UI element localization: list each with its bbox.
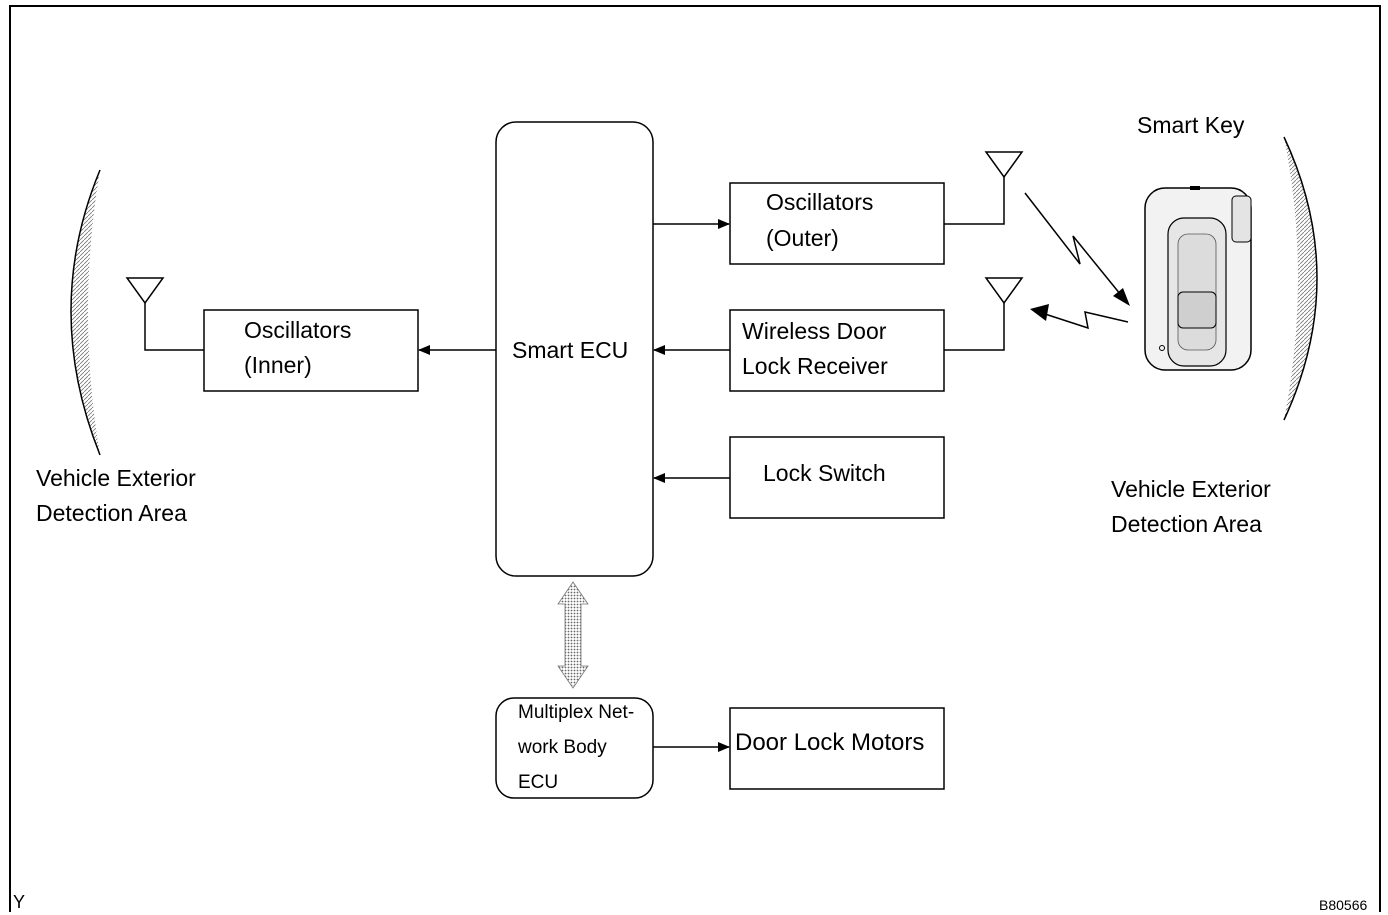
antenna-inner-icon <box>125 277 204 351</box>
network-double-arrow <box>557 581 589 689</box>
smart-key-icon <box>1144 186 1252 371</box>
figure-code: B80566 <box>1319 897 1368 913</box>
wireless-receiver-label-line2: Lock Receiver <box>742 353 888 379</box>
antenna-outer-icon <box>944 151 1024 225</box>
left-area-label-line1: Vehicle Exterior <box>36 465 196 491</box>
antenna-receiver-icon <box>944 277 1024 351</box>
lock-switch-label: Lock Switch <box>763 460 886 486</box>
signal-to-key <box>1024 192 1130 306</box>
corner-letter: Y <box>13 892 26 912</box>
left-area-label-line2: Detection Area <box>36 500 187 526</box>
smart-key-label: Smart Key <box>1137 112 1245 138</box>
oscillators-inner-label-line1: Oscillators <box>244 317 352 343</box>
right-area-label-line2: Detection Area <box>1111 511 1262 537</box>
multiplex-ecu-label-line1: Multiplex Net- <box>518 702 635 723</box>
door-lock-motors-label: Door Lock Motors <box>735 729 925 756</box>
multiplex-ecu-box <box>495 697 654 799</box>
wireless-receiver-label-line1: Wireless Door <box>742 318 887 344</box>
right-area-label-line1: Vehicle Exterior <box>1111 476 1271 502</box>
oscillators-outer-label-line2: (Outer) <box>766 225 839 251</box>
oscillators-inner-label-line2: (Inner) <box>244 352 312 378</box>
door-lock-motors-box <box>729 707 945 790</box>
left-detection-area-arc <box>70 169 101 456</box>
right-detection-area-arc <box>1283 136 1318 421</box>
multiplex-ecu-label-line3: ECU <box>518 772 559 793</box>
signal-from-key <box>1030 304 1129 330</box>
multiplex-ecu-label-line2: work Body <box>518 737 607 758</box>
diagram-frame <box>9 5 1381 912</box>
oscillators-outer-label-line1: Oscillators <box>766 189 874 215</box>
smart-ecu-label: Smart ECU <box>512 337 629 363</box>
